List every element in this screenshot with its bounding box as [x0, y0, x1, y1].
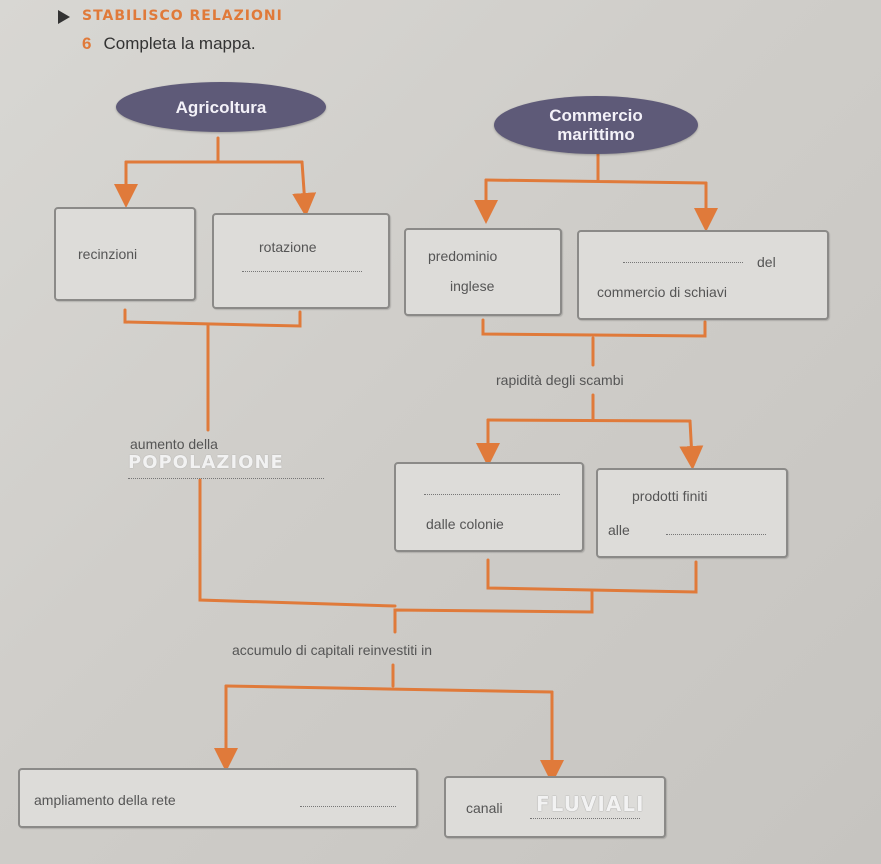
box-commercio-schiavi: del commercio di schiavi: [577, 230, 829, 320]
oval-commercio-line2: marittimo: [557, 125, 635, 144]
box-alle-label: alle: [608, 522, 630, 538]
box-predominio-line2: inglese: [450, 278, 495, 294]
box-recinzioni-label: recinzioni: [78, 246, 138, 262]
blank-ampliamento[interactable]: [300, 806, 396, 807]
box-canali: canali FLUVIALI: [444, 776, 666, 838]
blank-canali[interactable]: [530, 818, 640, 819]
bullet-arrow-icon: [58, 10, 70, 24]
box-dalle-colonie: dalle colonie: [394, 462, 584, 552]
section-title: STABILISCO RELAZIONI: [82, 8, 283, 24]
label-accumulo: accumulo di capitali reinvestiti in: [232, 642, 432, 658]
oval-commercio-marittimo: Commercio marittimo: [494, 96, 698, 154]
box-rotazione-label: rotazione: [259, 239, 317, 255]
blank-commercio[interactable]: [623, 262, 743, 263]
box-prodotti-finiti: prodotti finiti alle: [596, 468, 788, 558]
box-rotazione: rotazione: [212, 213, 390, 309]
box-commercio-schiavi-label: commercio di schiavi: [597, 284, 727, 300]
label-rapidita: rapidità degli scambi: [496, 372, 624, 388]
box-prodotti-label: prodotti finiti: [632, 488, 708, 504]
blank-colonie[interactable]: [424, 494, 560, 495]
box-ampliamento-label: ampliamento della rete: [34, 792, 176, 808]
blank-alle[interactable]: [666, 534, 766, 535]
label-aumento: aumento della: [130, 436, 218, 452]
box-predominio-line1: predominio: [428, 248, 498, 264]
instruction-text: Completa la mappa.: [103, 34, 256, 53]
box-del-label: del: [757, 254, 776, 270]
box-dalle-colonie-label: dalle colonie: [426, 516, 504, 532]
oval-agricoltura-label: Agricoltura: [175, 97, 267, 117]
blank-rotazione[interactable]: [242, 271, 362, 272]
box-predominio: predominio inglese: [404, 228, 562, 316]
connector-commercio: [484, 148, 708, 185]
box-ampliamento: ampliamento della rete: [18, 768, 418, 828]
blank-aumento[interactable]: [128, 478, 324, 479]
oval-commercio-line1: Commercio: [549, 106, 643, 125]
handwritten-answer-fluviali: FLUVIALI: [536, 792, 645, 816]
handwritten-answer-popolazione: POPOLAZIONE: [128, 452, 284, 473]
box-recinzioni: recinzioni: [54, 207, 196, 301]
oval-agricoltura: Agricoltura: [116, 82, 326, 132]
connector-agricoltura: [124, 136, 304, 164]
box-canali-label: canali: [466, 800, 503, 816]
exercise-number: 6: [82, 34, 92, 53]
instruction: 6 Completa la mappa.: [82, 34, 256, 54]
